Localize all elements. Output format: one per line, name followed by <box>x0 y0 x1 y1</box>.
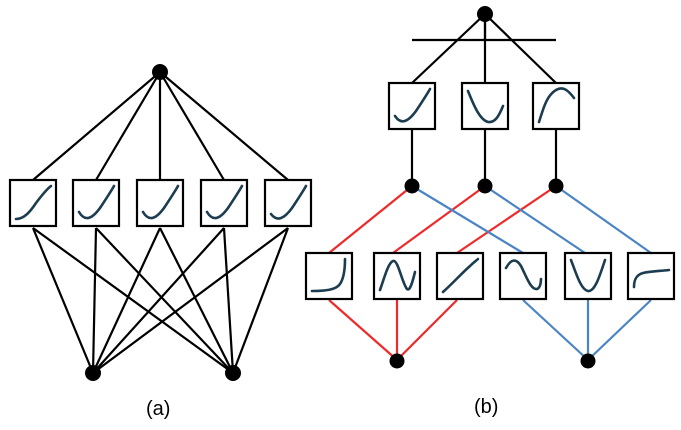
panel-b-edges-blue <box>411 185 652 361</box>
panel-b-edges-top <box>411 13 557 84</box>
edge <box>231 227 290 374</box>
activation-box <box>8 178 58 228</box>
curve-icon <box>393 87 432 123</box>
edge <box>95 227 234 374</box>
edge <box>91 227 98 374</box>
panel-b-edges-red <box>328 185 557 361</box>
panel-a-caption: (a) <box>146 398 171 420</box>
edge <box>411 185 524 254</box>
panel-b-top-node <box>477 6 493 22</box>
panel-a-edges-bottom <box>31 227 290 374</box>
edge <box>328 185 413 254</box>
curve-icon <box>141 184 180 220</box>
edge <box>92 227 289 374</box>
edge <box>32 227 234 374</box>
curve-icon <box>632 268 671 289</box>
activation-box <box>387 81 437 131</box>
panel-b-middle-node <box>548 178 564 194</box>
edge <box>522 299 589 361</box>
curve-icon <box>569 258 607 293</box>
edge <box>95 71 161 181</box>
curve-icon <box>310 257 347 293</box>
activation-box <box>531 81 581 131</box>
panel-b-bottom-node <box>389 353 405 369</box>
activation-box <box>71 178 121 228</box>
activation-box <box>563 251 613 301</box>
curve-icon <box>466 89 505 124</box>
panel-a-bottom-node <box>225 365 241 381</box>
activation-box <box>135 178 185 228</box>
activation-box <box>304 251 354 301</box>
curve-icon <box>504 259 543 291</box>
curve-icon <box>205 184 244 220</box>
edge <box>484 13 557 84</box>
panel-b-edges-mid <box>410 130 558 186</box>
activation-box <box>460 81 510 131</box>
panel-b <box>304 6 676 369</box>
activation-box <box>199 178 249 228</box>
edge <box>31 227 95 374</box>
edge <box>587 299 652 361</box>
edge <box>32 71 161 181</box>
curve-icon <box>77 184 116 220</box>
curve-icon <box>441 257 480 294</box>
panel-a-edges-top <box>32 71 289 181</box>
edge <box>328 299 398 361</box>
edge <box>159 71 225 181</box>
panel-b-upper-boxes <box>387 81 581 131</box>
edge <box>392 185 486 254</box>
panel-a-bottom-node <box>85 365 101 381</box>
panel-b-bottom-node <box>580 353 596 369</box>
activation-box <box>498 251 548 301</box>
activation-box <box>372 251 422 301</box>
edge <box>456 185 557 254</box>
edge <box>159 71 289 181</box>
panel-b-lower-boxes <box>304 251 676 301</box>
panel-a <box>8 64 313 381</box>
edge <box>92 227 225 374</box>
edge <box>92 227 161 374</box>
curve-icon <box>537 87 576 124</box>
panel-b-middle-node <box>477 178 493 194</box>
curve-icon <box>269 184 308 220</box>
curve-icon <box>378 259 417 292</box>
panel-a-boxes <box>8 178 313 228</box>
curve-icon <box>14 184 53 221</box>
edge <box>159 227 234 374</box>
panel-a-top-node <box>152 64 168 80</box>
activation-box <box>626 251 676 301</box>
edge <box>484 185 586 254</box>
panel-b-middle-node <box>404 178 420 194</box>
edge <box>555 185 652 254</box>
activation-box <box>263 178 313 228</box>
edge <box>222 227 235 374</box>
panel-b-caption: (b) <box>474 396 499 418</box>
activation-box <box>435 251 485 301</box>
edge <box>411 13 486 84</box>
edge <box>396 299 458 361</box>
